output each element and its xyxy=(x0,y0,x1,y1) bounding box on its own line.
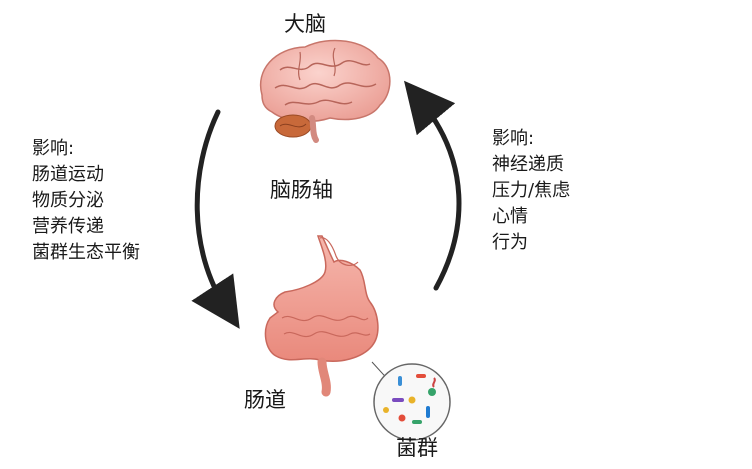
brain-icon xyxy=(259,39,391,143)
right-effects-list: 影响: 神经递质 压力/焦虑 心情 行为 xyxy=(492,126,570,256)
right-list-item: 心情 xyxy=(492,206,528,227)
left-list-item: 物质分泌 xyxy=(32,190,104,211)
left-list-item: 菌群生态平衡 xyxy=(32,242,140,263)
left-effects-list: 影响: 肠道运动 物质分泌 营养传递 菌群生态平衡 xyxy=(32,136,140,266)
right-list-item: 行为 xyxy=(492,232,528,253)
brain-label: 大脑 xyxy=(284,12,326,36)
gut-label: 肠道 xyxy=(244,388,286,412)
intestine-icon xyxy=(264,235,379,397)
left-list-heading: 影响: xyxy=(32,138,75,159)
axis-label: 脑肠轴 xyxy=(270,178,333,202)
right-list-item: 压力/焦虑 xyxy=(492,180,571,201)
right-list-heading: 影响: xyxy=(492,128,535,149)
right-list-item: 神经递质 xyxy=(492,154,564,175)
downward-arrow xyxy=(191,109,240,329)
upward-arrow xyxy=(404,80,462,291)
left-list-item: 营养传递 xyxy=(32,216,104,237)
microbes-icon xyxy=(371,361,451,441)
left-list-item: 肠道运动 xyxy=(32,164,104,185)
microbes-label: 菌群 xyxy=(396,436,438,460)
